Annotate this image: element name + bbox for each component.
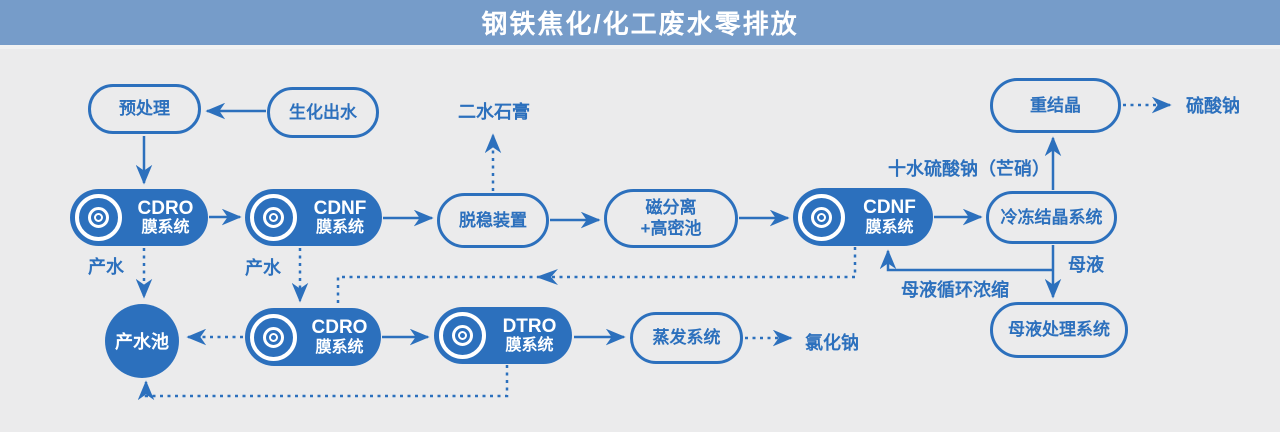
label-mother-liquor: 母液 — [1068, 255, 1104, 275]
membrane-name: DTRO — [502, 315, 557, 337]
node-pretreatment-label: 预处理 — [119, 99, 170, 119]
membrane-name: CDRO — [137, 197, 194, 219]
node-pretreatment: 预处理 — [88, 84, 201, 134]
label-product-water-2: 产水 — [245, 258, 281, 278]
node-mother-liquor-system-label: 母液处理系统 — [1008, 320, 1110, 340]
node-magnetic-separation-sublabel: +高密池 — [640, 218, 702, 238]
node-destabilization-unit-label: 脱稳装置 — [459, 210, 527, 230]
membrane-subname: 膜系统 — [141, 219, 190, 237]
edge-mother-liquor-recycle — [879, 249, 1053, 272]
membrane-subname: 膜系统 — [505, 337, 554, 355]
node-product-water-pool: 产水池 — [105, 304, 179, 378]
membrane-name: CDRO — [311, 317, 368, 339]
node-recrystallization: 重结晶 — [990, 78, 1121, 133]
label-sodium-chloride: 氯化钠 — [805, 333, 859, 353]
node-magnetic-separation: 磁分离 +高密池 — [604, 189, 738, 248]
node-dtro-membrane-label: DTRO 膜系统 — [495, 316, 572, 355]
membrane-subname: 膜系统 — [315, 219, 364, 237]
membrane-disc-icon — [75, 194, 122, 241]
feedback-arrowhead — [536, 269, 558, 285]
membrane-disc-icon — [439, 312, 486, 359]
membrane-subname: 膜系统 — [865, 218, 914, 236]
node-cdro-membrane-1-label: CDRO 膜系统 — [131, 198, 208, 237]
header-bar: 钢铁焦化/化工废水零排放 — [0, 0, 1280, 49]
label-product-water-1: 产水 — [88, 257, 124, 277]
node-recrystallization-label: 重结晶 — [1030, 95, 1081, 115]
node-biochemical-outflow-label: 生化出水 — [289, 102, 357, 122]
membrane-name: CDNF — [313, 197, 367, 219]
label-sodium-sulfate: 硫酸钠 — [1186, 96, 1240, 116]
node-magnetic-separation-label: 磁分离 — [645, 198, 697, 218]
node-freeze-crystallization: 冷冻结晶系统 — [986, 191, 1117, 244]
membrane-disc-icon — [798, 193, 845, 241]
edge-cdnf2-productwater-feedback — [336, 247, 857, 306]
node-cdnf-membrane-2-label: CDNF 膜系统 — [854, 197, 933, 236]
node-destabilization-unit: 脱稳装置 — [437, 193, 549, 248]
node-evaporation-system: 蒸发系统 — [630, 312, 743, 364]
label-dihydrate-gypsum: 二水石膏 — [458, 102, 530, 122]
node-cdro-membrane-1: CDRO 膜系统 — [70, 189, 208, 246]
node-cdnf-membrane-1: CDNF 膜系统 — [245, 189, 382, 246]
label-glauber-salt: 十水硫酸钠（芒硝） — [888, 159, 1050, 179]
node-cdnf-membrane-1-label: CDNF 膜系统 — [306, 198, 382, 237]
node-mother-liquor-system: 母液处理系统 — [990, 302, 1128, 358]
label-mother-liquor-recycle: 母液循环浓缩 — [901, 280, 1009, 300]
node-cdro-membrane-2: CDRO 膜系统 — [245, 308, 381, 366]
membrane-disc-icon — [250, 313, 297, 361]
node-cdnf-membrane-2: CDNF 膜系统 — [793, 188, 933, 246]
node-dtro-membrane: DTRO 膜系统 — [434, 307, 572, 364]
membrane-name: CDNF — [863, 197, 916, 219]
node-biochemical-outflow: 生化出水 — [267, 87, 379, 138]
node-product-water-pool-label: 产水池 — [115, 332, 169, 352]
membrane-disc-icon — [250, 194, 297, 241]
page-title: 钢铁焦化/化工废水零排放 — [481, 9, 799, 39]
node-cdro-membrane-2-label: CDRO 膜系统 — [306, 317, 381, 356]
membrane-subname: 膜系统 — [315, 338, 364, 356]
node-freeze-crystallization-label: 冷冻结晶系统 — [1000, 207, 1103, 227]
edge-dtro-loop-to-pool — [137, 365, 509, 401]
node-evaporation-system-label: 蒸发系统 — [652, 328, 721, 348]
